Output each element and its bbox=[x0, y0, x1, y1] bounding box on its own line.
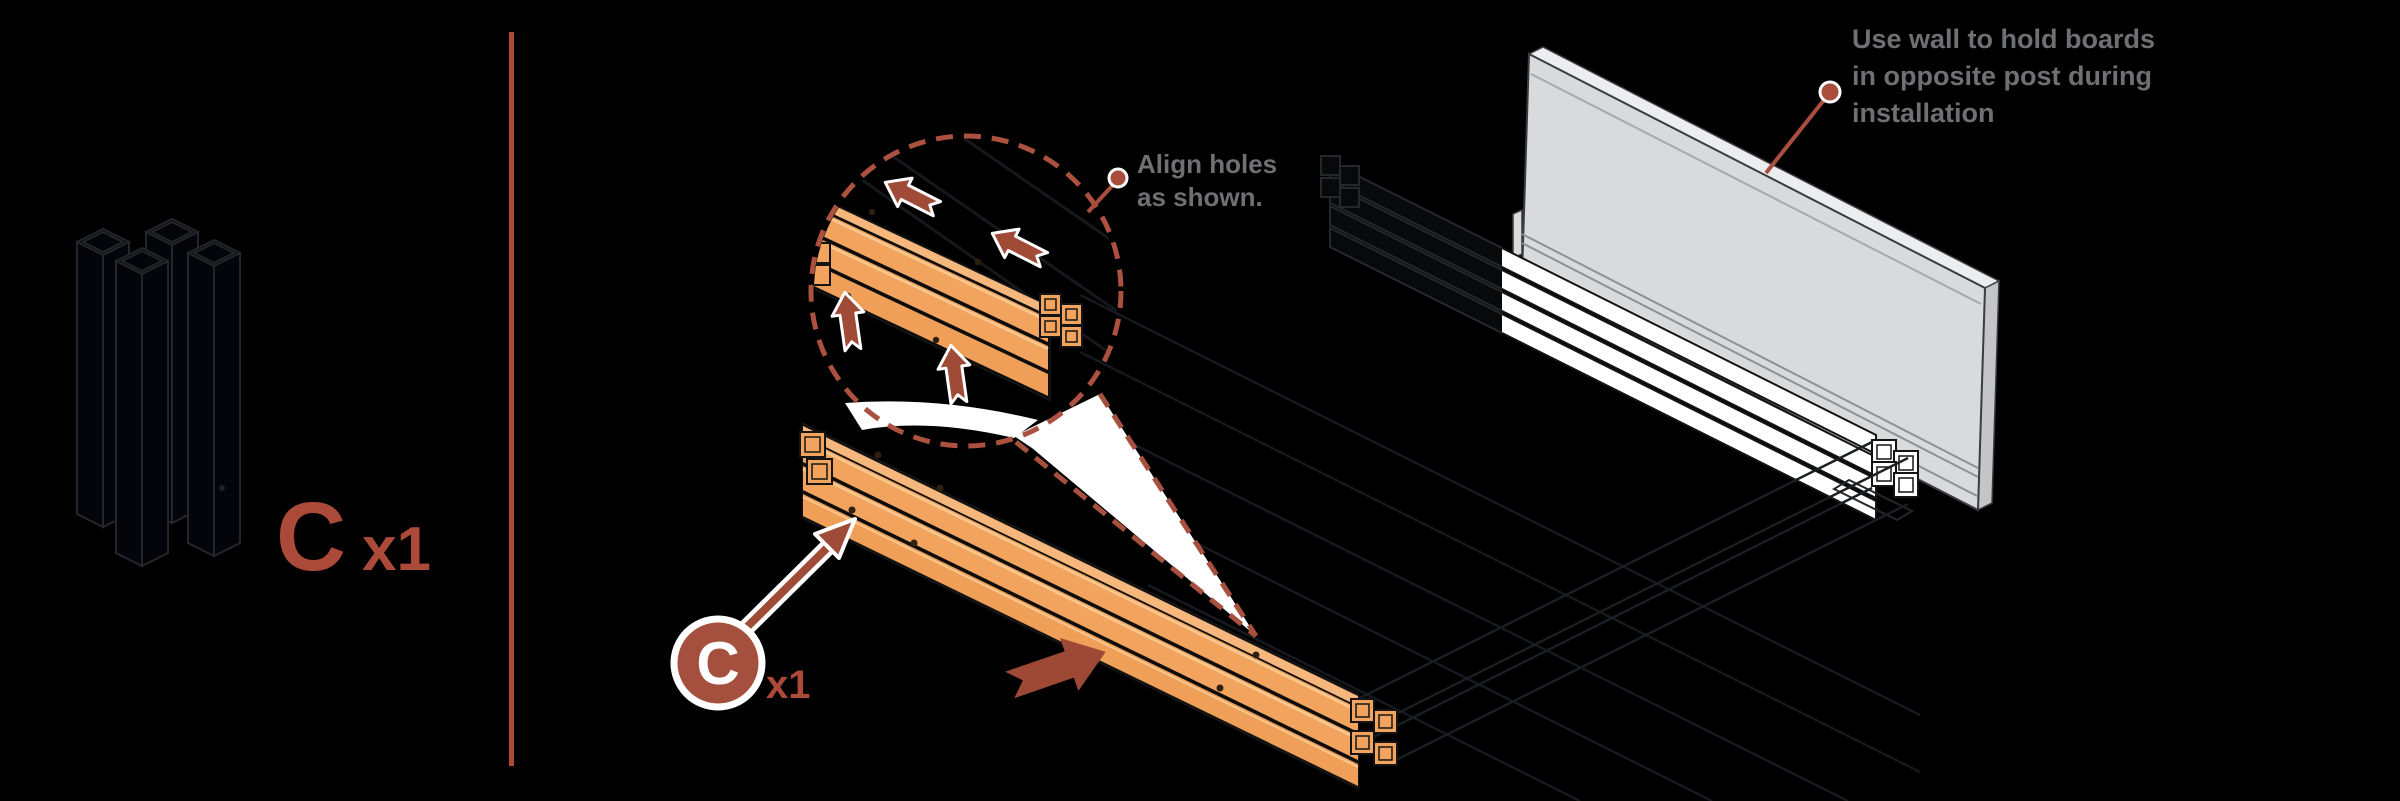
part-preview-posts bbox=[74, 217, 243, 568]
part-quantity-label: x1 bbox=[362, 515, 431, 584]
wall-note-line2: in opposite post during bbox=[1852, 61, 2152, 91]
bundle-holes bbox=[848, 451, 1260, 692]
badge-letter: C bbox=[696, 630, 739, 697]
wall-note-line3: installation bbox=[1852, 98, 1995, 128]
wall bbox=[1512, 46, 2001, 512]
wall-top-bevel-line bbox=[1530, 73, 1982, 305]
opposite-post-ghost-outline bbox=[1831, 478, 1915, 522]
magnifier-note: Align holes as shown. bbox=[1086, 149, 1277, 214]
baseboard-jut bbox=[1512, 208, 1523, 260]
projection-swoosh bbox=[845, 401, 1038, 438]
magnifier-content bbox=[814, 139, 1118, 407]
wedge-dashed-edge-right bbox=[1097, 392, 1259, 638]
post-hole bbox=[219, 485, 225, 491]
magnifier-circle bbox=[808, 133, 1124, 449]
magnifier-note-line2: as shown. bbox=[1137, 182, 1263, 212]
leader-dot bbox=[1818, 80, 1842, 104]
magnifier-note-line1: Align holes bbox=[1137, 149, 1277, 179]
wall-boards-dark-segment bbox=[1329, 160, 1502, 335]
post-tube-front-right bbox=[185, 238, 243, 558]
leader-line bbox=[1764, 98, 1826, 175]
wall-boards-white-segment bbox=[1502, 246, 1877, 522]
leader-dot bbox=[1107, 167, 1129, 189]
leader-line bbox=[1086, 184, 1114, 214]
wedge-dashed-edge-left bbox=[1014, 440, 1258, 638]
part-label: C bbox=[276, 482, 346, 591]
wall-boards-dark-end-faces bbox=[1320, 155, 1360, 208]
bundle-left-end-faces bbox=[799, 431, 833, 485]
post-tube-front-left bbox=[113, 246, 171, 568]
wall-note-line1: Use wall to hold boards bbox=[1852, 24, 2155, 54]
projection-wedge bbox=[1014, 394, 1256, 636]
trajectory-guide-lines bbox=[1079, 293, 1921, 801]
board-bundle bbox=[799, 422, 1398, 790]
section-divider bbox=[509, 32, 514, 766]
part-badge bbox=[670, 615, 766, 711]
badge-arrow-icon bbox=[813, 517, 857, 560]
wall-front-face bbox=[1520, 52, 1987, 512]
insertion-guide-lines bbox=[1359, 440, 1909, 762]
magnifier-detail-boards bbox=[814, 192, 1051, 402]
badge-quantity: x1 bbox=[766, 663, 811, 707]
magnifier-projection bbox=[845, 392, 1259, 638]
wall-note: Use wall to hold boards in opposite post… bbox=[1764, 24, 2155, 175]
detail-board-end-faces bbox=[1039, 293, 1083, 348]
bundle-right-end-faces bbox=[1350, 698, 1398, 766]
part-callout: C x1 bbox=[670, 517, 857, 711]
badge-arrow-shaft bbox=[743, 542, 833, 631]
